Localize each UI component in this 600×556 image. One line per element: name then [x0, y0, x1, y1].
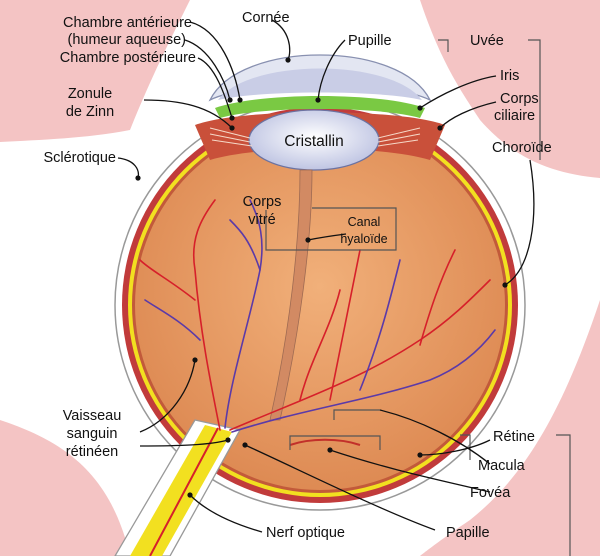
label-corps-ciliaire-1: Corps — [500, 91, 539, 107]
label-vaisseau-3: rétinéen — [66, 444, 118, 460]
retinal-vessels — [139, 199, 496, 433]
label-canal-2: hyaloïde — [340, 232, 387, 246]
label-chambre-anterieure: Chambre antérieure — [63, 15, 192, 31]
lower-skin — [0, 420, 130, 556]
macula-bracket — [289, 435, 381, 450]
label-retine: Rétine — [493, 429, 535, 445]
label-vaisseau-2: sanguin — [67, 426, 118, 442]
label-choroide: Choroïde — [492, 140, 552, 156]
label-humeur-aqueuse: (humeur aqueuse) — [68, 32, 187, 48]
eyelid-skin-right — [420, 0, 600, 178]
optic-nerve — [130, 425, 232, 556]
label-cornee: Cornée — [242, 10, 290, 26]
label-zonule-1: Zonule — [68, 86, 112, 102]
label-zonule-2: de Zinn — [66, 104, 114, 120]
corps-vitre-box — [265, 207, 397, 251]
hyaloid-canal — [269, 169, 313, 421]
iris — [215, 96, 425, 118]
label-canal-1: Canal — [348, 215, 381, 229]
label-uvee: Uvée — [470, 33, 504, 49]
uvee-bracket — [438, 39, 541, 160]
lens — [248, 109, 380, 171]
retine-bracket — [460, 434, 571, 556]
label-vaisseau-1: Vaisseau — [63, 408, 122, 424]
label-nerf-optique: Nerf optique — [266, 525, 345, 541]
label-papille: Papille — [446, 525, 490, 541]
label-corps-vitre-1: Corps — [243, 194, 282, 210]
label-chambre-posterieure: Chambre postérieure — [60, 50, 196, 66]
label-cristallin: Cristallin — [284, 133, 343, 150]
macula-bracket-inner — [333, 409, 380, 420]
vitreous-body — [135, 120, 505, 490]
anterior-chamber — [218, 68, 422, 100]
lower-skin-right — [420, 300, 600, 556]
label-corps-vitre-2: vitré — [248, 212, 275, 228]
leader-lines — [117, 19, 535, 533]
label-macula: Macula — [478, 458, 526, 474]
eyelid-skin-left — [0, 0, 190, 142]
label-iris: Iris — [500, 68, 519, 84]
label-sclerotique: Sclérotique — [43, 150, 116, 166]
label-corps-ciliaire-2: ciliaire — [494, 108, 535, 124]
label-pupille: Pupille — [348, 33, 392, 49]
macula-region — [289, 438, 361, 446]
label-fovea: Fovéa — [470, 485, 511, 501]
optic-nerve-artery — [149, 427, 219, 556]
zonule-fibers — [209, 127, 421, 147]
